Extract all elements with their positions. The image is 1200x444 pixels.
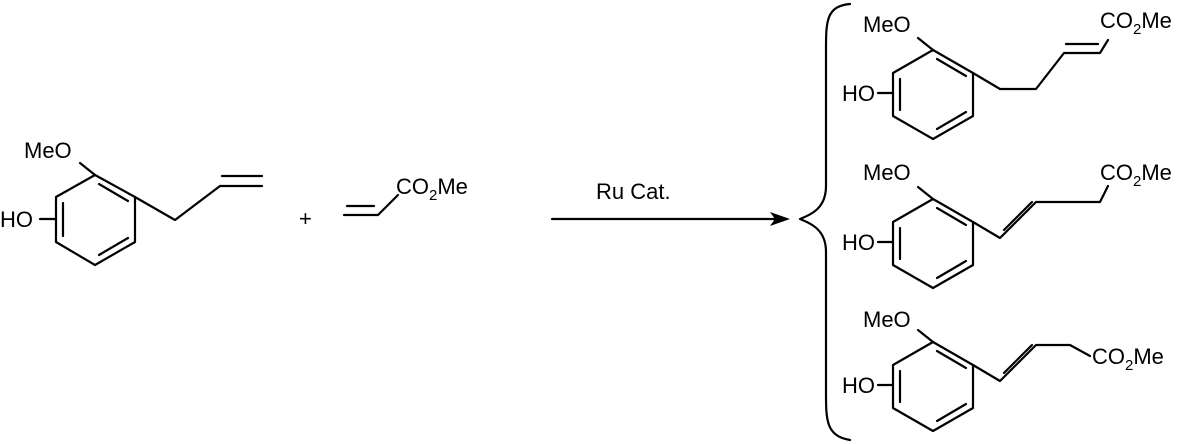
benzene-ring [891, 340, 975, 433]
reactant-eugenol: MeO HO [0, 138, 264, 267]
catalyst-label: Ru Cat. [596, 179, 671, 204]
methoxy-label: MeO [863, 160, 911, 185]
benzene-ring [891, 48, 975, 141]
ester-label: CO2Me [1100, 8, 1172, 38]
ester-label: CO2Me [396, 174, 468, 204]
reactant-methyl-acrylate: CO2Me [342, 174, 468, 217]
hydroxy-label: HO [842, 81, 875, 106]
ester-label: CO2Me [1100, 160, 1172, 190]
hydroxy-label: HO [0, 207, 33, 232]
hydroxy-label: HO [842, 373, 875, 398]
allyl-chain [133, 174, 264, 222]
benzene-ring [54, 173, 137, 267]
product-1: MeO HO CO2Me [842, 8, 1172, 141]
methoxy-bond [78, 161, 97, 177]
methoxy-label: MeO [863, 307, 911, 332]
methoxy-label: MeO [863, 12, 911, 37]
product-3: MeO HO CO2Me [842, 307, 1164, 433]
benzene-ring [891, 197, 975, 290]
product-brace [798, 2, 852, 442]
product-2: MeO HO CO2Me [842, 160, 1172, 290]
methoxy-label: MeO [24, 138, 72, 163]
reaction-arrow: Ru Cat. [550, 179, 790, 226]
plus-sign: + [299, 206, 312, 231]
ester-label: CO2Me [1092, 344, 1164, 374]
hydroxy-label: HO [842, 230, 875, 255]
arrow-head-icon [770, 212, 790, 226]
